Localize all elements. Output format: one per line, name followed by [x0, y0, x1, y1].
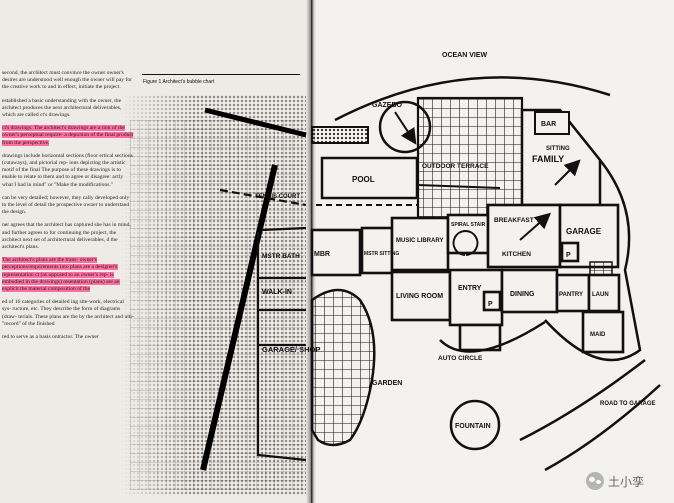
- label-breakfast: BREAKFAST: [494, 217, 534, 224]
- paragraph: The architect's plans are the trans- own…: [0, 257, 136, 293]
- fountain-circle: [449, 399, 501, 451]
- garden-blob: [310, 288, 376, 447]
- label-garage-shop: GARAGE/ SHOP: [262, 345, 320, 354]
- living-room: [390, 270, 452, 322]
- label-mstr-bath: MSTR BATH: [262, 253, 300, 260]
- label-pool: POOL: [352, 175, 375, 184]
- left-page: second, the architect must convince the …: [0, 0, 312, 503]
- grid-shading: [130, 120, 306, 490]
- label-outdoor-terrace: OUTDOOR TERRACE: [422, 163, 489, 170]
- pool: [320, 156, 419, 200]
- wall-line: [261, 226, 307, 232]
- label-entry: ENTRY: [458, 285, 482, 292]
- label-ocean-view: OCEAN VIEW: [442, 52, 488, 59]
- label-gazebo: GAZEBO: [372, 102, 403, 109]
- bar-box: [534, 111, 570, 135]
- tennis-court-line: [219, 188, 307, 207]
- figure-caption: Figure 1 Architect's bubble chart: [143, 79, 215, 85]
- diagonal-ink-line: [200, 164, 278, 471]
- ocean-arc: [334, 76, 611, 122]
- road-line: [544, 384, 661, 472]
- road-line: [519, 359, 646, 442]
- paragraph: red to serve as a basis ontractor. The o…: [2, 334, 99, 341]
- paragraph: ner agrees that the architect has captur…: [2, 222, 131, 251]
- driveway-curve: [544, 159, 642, 362]
- label-tennis-court: TENNIS COURT: [255, 194, 300, 200]
- spiral-stair-symbol: [452, 230, 479, 256]
- parking-box-2: [482, 290, 502, 312]
- parking-box: [560, 241, 580, 263]
- mbr-room: [310, 228, 362, 277]
- label-laundry: LAUN: [592, 292, 609, 298]
- watermark: 土小孪: [586, 472, 644, 490]
- auto-circle-curve: [439, 320, 546, 353]
- wall-line: [256, 232, 307, 462]
- label-parking-2: P: [488, 301, 493, 308]
- label-auto-circle: AUTO CIRCLE: [438, 355, 483, 362]
- label-garage: GARAGE: [566, 227, 602, 236]
- label-walk-in: WALK-IN: [262, 289, 292, 296]
- maid-room: [581, 310, 625, 354]
- label-fountain: FOUNTAIN: [455, 423, 491, 430]
- ocean-pier: [311, 126, 369, 144]
- label-parking: P: [566, 252, 571, 259]
- label-music-library: MUSIC LIBRARY: [396, 238, 443, 244]
- label-pantry: PANTRY: [559, 292, 583, 298]
- kitchen-arrow: [519, 212, 552, 241]
- stair-hatch: [589, 261, 613, 276]
- outdoor-terrace-grid: [416, 96, 524, 220]
- label-road-to-garage: ROAD TO GARAGE: [600, 401, 656, 407]
- label-mstr-sitting: MSTR SITTING: [364, 251, 399, 257]
- paragraph: ed of 16 categories of detailed ing site…: [2, 299, 134, 327]
- music-library-room: [390, 216, 450, 272]
- paragraph: established a basic understanding with t…: [2, 97, 122, 119]
- paragraph: can be very detailed; however, they call…: [2, 194, 130, 216]
- family-arrow: [554, 159, 581, 186]
- paragraph: drawings include horizontal sections (fl…: [2, 152, 133, 188]
- terrace-line: [417, 184, 501, 189]
- text-column: second, the architect must convince the …: [0, 70, 136, 347]
- label-bar: BAR: [541, 121, 556, 128]
- label-family: FAMILY: [532, 154, 564, 164]
- diagonal-ink-line: [204, 107, 307, 138]
- gazebo-arrow: [394, 111, 417, 145]
- label-kitchen: KITCHEN: [502, 251, 531, 258]
- watermark-text: 土小孪: [608, 474, 645, 489]
- label-maid: MAID: [590, 332, 606, 338]
- label-mbr: MBR: [314, 251, 330, 258]
- wechat-icon: [586, 472, 604, 490]
- dining-room: [500, 268, 559, 314]
- label-dining: DINING: [510, 291, 535, 298]
- label-spiral-stair: SPIRAL STAIR: [451, 222, 486, 228]
- label-sitting: SITTING: [546, 146, 570, 152]
- label-garden: GARDEN: [372, 380, 402, 387]
- paragraph: second, the architect must convince the …: [2, 70, 133, 91]
- figure-rule: [142, 74, 300, 75]
- paragraph: ct's drawings. The architect's drawings …: [0, 125, 136, 147]
- label-living-room: LIVING ROOM: [396, 293, 443, 300]
